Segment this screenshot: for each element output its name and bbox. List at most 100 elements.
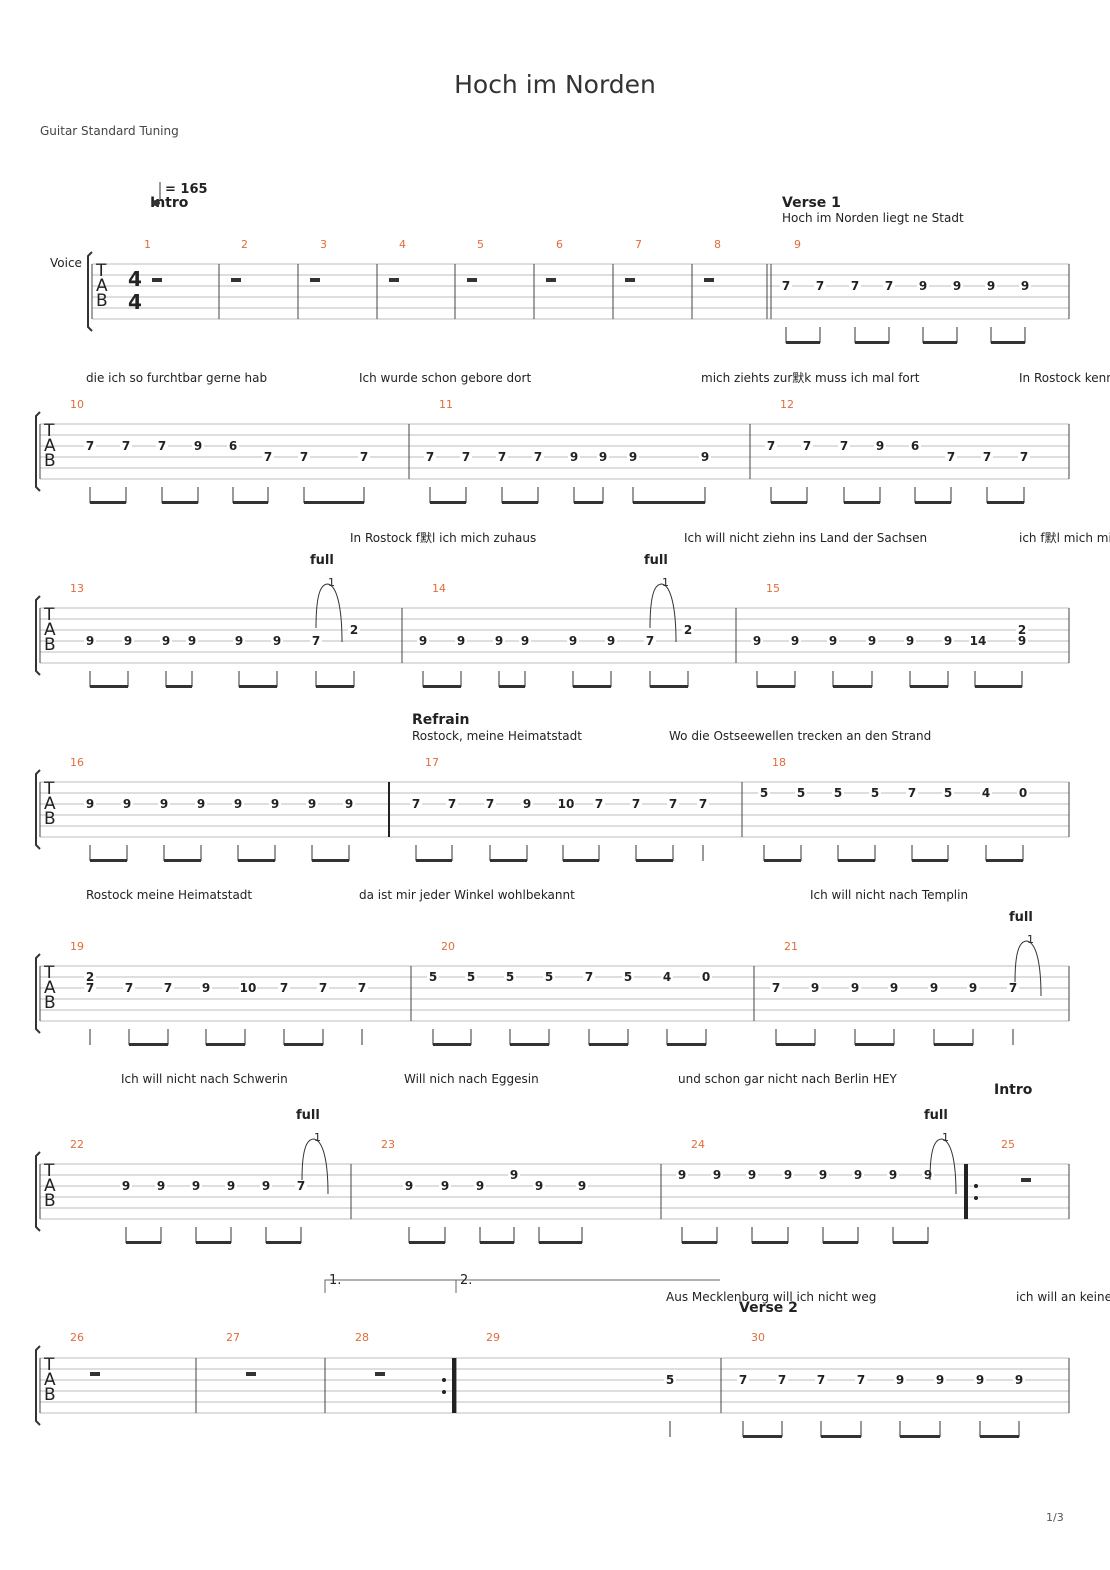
bend-arrow [301,1138,329,1195]
fret-number: 7 [426,450,434,464]
note-beam [915,501,951,504]
fret-number: 9 [308,797,316,811]
fret-bg [682,624,694,636]
fret-number: 2 [684,623,692,637]
fret-number: 9 [748,1168,756,1182]
fret-bg [1007,982,1019,994]
whole-rest [231,278,241,282]
system-bracket [87,251,93,332]
note-beam [838,859,875,862]
note-beam [757,685,795,688]
fret-bg [922,1169,934,1181]
system-bracket [35,595,41,676]
fret-bg [162,982,174,994]
bend-label: full [924,1108,948,1123]
system-bracket [35,411,41,492]
note-beam [129,1043,168,1046]
fret-number: 9 [86,634,94,648]
tab-clef-letter: T [95,261,107,281]
fret-number: 7 [1020,450,1028,464]
fret-number: 9 [819,1168,827,1182]
fret-bg [358,451,370,463]
note-beam [573,685,611,688]
fret-bg [262,451,274,463]
fret-number: 9 [535,1179,543,1193]
fret-bg [780,280,792,292]
fret-bg [192,440,204,452]
fret-number: 7 [122,439,130,453]
note-beam [266,1241,301,1244]
fret-bg [1016,624,1028,636]
fret-bg [751,635,763,647]
lyric-line: Aus Mecklenburg will ich nicht weg [666,1290,876,1304]
fret-number: 5 [624,970,632,984]
fret-bg [271,635,283,647]
fret-bg [815,1374,827,1386]
fret-number: 9 [944,634,952,648]
fret-bg [888,982,900,994]
fret-bg [711,1169,723,1181]
fret-number: 7 [646,634,654,648]
note-beam [987,501,1024,504]
fret-bg [186,635,198,647]
note-beam [975,685,1022,688]
fret-number: 9 [678,1168,686,1182]
repeat-dot [442,1390,446,1394]
fret-bg [814,280,826,292]
fret-number: 9 [936,1373,944,1387]
fret-number: 9 [919,279,927,293]
fret-bg [533,1180,545,1192]
note-beam [786,341,820,344]
note-beam [991,341,1025,344]
fret-bg [576,1180,588,1192]
measure-number: 6 [556,238,563,251]
measure-number: 2 [241,238,248,251]
staff-system [35,953,1070,1046]
fret-number: 9 [890,981,898,995]
fret-bg [227,440,239,452]
bend-label: full [1009,910,1033,925]
fret-bg [508,1169,520,1181]
fret-bg [1018,451,1030,463]
fret-number: 9 [896,1373,904,1387]
tab-clef-letter: B [44,993,56,1013]
note-beam [910,685,948,688]
bend-amount: 1 [662,576,669,589]
note-beam [284,1043,323,1046]
fret-bg [770,982,782,994]
section-marker: Refrain [412,712,469,728]
note-beam [986,859,1023,862]
fret-bg [737,1374,749,1386]
note-beam [90,859,127,862]
fret-bg [455,635,467,647]
measure-number: 29 [486,1331,500,1344]
fret-number: 5 [760,786,768,800]
note-beam [923,341,957,344]
fret-bg [1016,635,1028,647]
fret-number: 7 [947,450,955,464]
measure-number: 15 [766,582,780,595]
fret-number: 9 [784,1168,792,1182]
fret-bg [84,971,96,983]
whole-rest [375,1372,385,1376]
fret-bg [120,1180,132,1192]
fret-bg [306,798,318,810]
whole-rest [467,278,477,282]
lyric-line: Will nich nach Eggesin [404,1072,539,1086]
note-beam [980,1435,1019,1438]
fret-bg [460,451,472,463]
fret-number: 5 [666,1373,674,1387]
fret-bg [427,971,439,983]
tab-clef-letter: A [44,794,56,814]
fret-number: 7 [632,797,640,811]
lyric-line: Ich will nicht ziehn ins Land der Sachse… [684,531,927,545]
fret-bg [700,971,712,983]
note-beam [855,1043,894,1046]
measure-number: 11 [439,398,453,411]
fret-bg [942,787,954,799]
song-title: Hoch im Norden [454,70,656,99]
system-bracket [35,1151,41,1232]
fret-bg [776,1374,788,1386]
bend-arrow [1014,940,1042,997]
